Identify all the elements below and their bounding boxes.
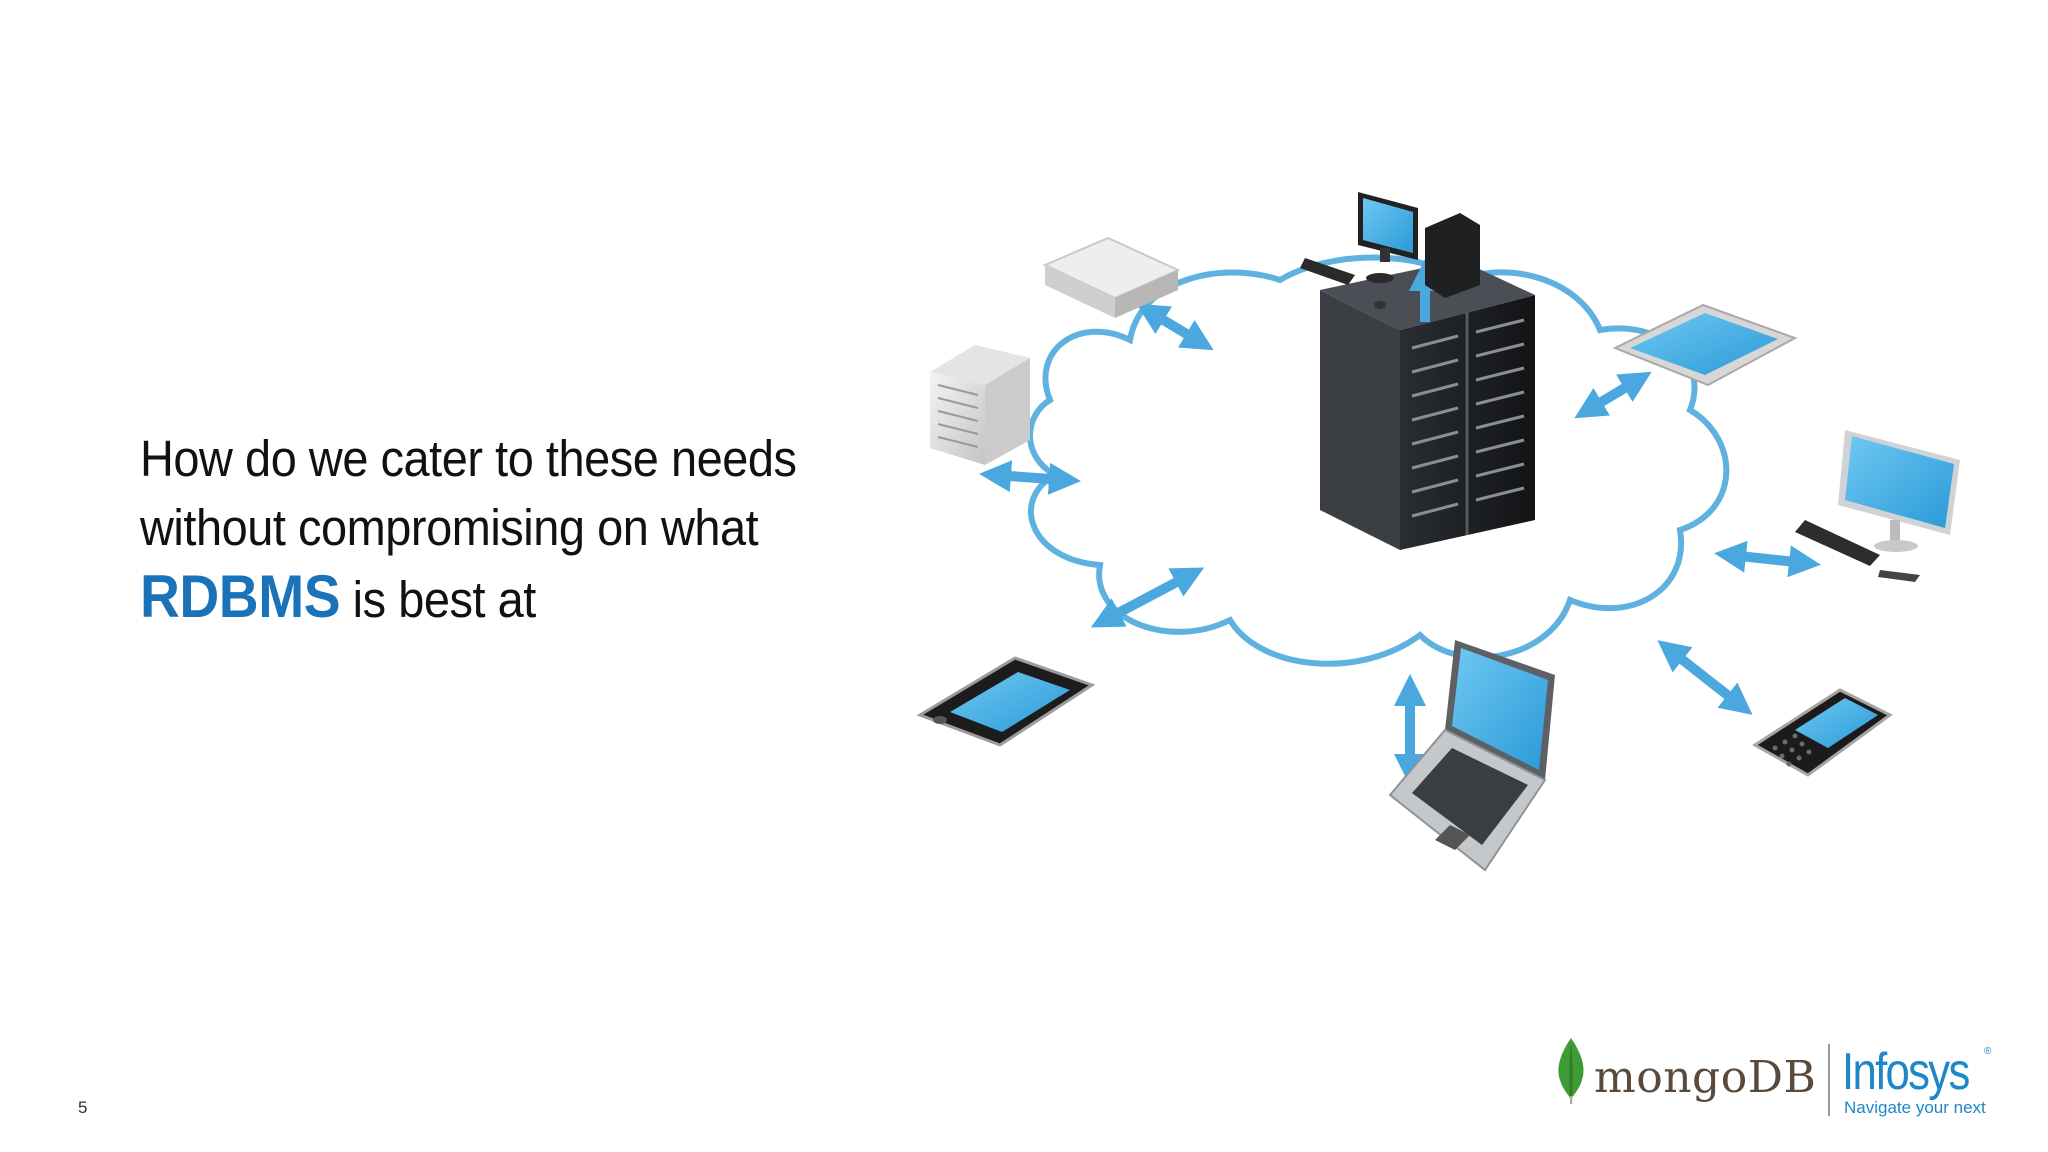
infosys-registered-mark: ®	[1984, 1046, 1991, 1057]
monitor-keyboard	[1795, 430, 1960, 582]
infosys-logo: Infosys ® Navigate your next	[1842, 1046, 2002, 1122]
mongodb-leaf-icon	[1556, 1038, 1586, 1104]
headline-line-3-rest: is best at	[340, 571, 536, 628]
arrow-tablet	[1588, 380, 1638, 410]
infosys-wordmark: Infosys	[1842, 1042, 1969, 1102]
blackberry-phone	[1755, 690, 1890, 775]
arrow-appliance	[1150, 312, 1200, 342]
headline-line-2: without compromising on what	[140, 493, 839, 562]
headline-line-3: RDBMS is best at	[140, 562, 839, 634]
infosys-tagline: Navigate your next	[1844, 1098, 1986, 1118]
arrow-blackberry	[1670, 650, 1740, 705]
page-number: 5	[78, 1098, 87, 1118]
mongodb-wordmark: mongoDB	[1594, 1052, 1816, 1103]
rdbms-highlight: RDBMS	[140, 563, 340, 630]
arrow-monitor	[1730, 555, 1805, 563]
smartphone	[920, 658, 1092, 745]
headline-line-1: How do we cater to these needs	[140, 424, 839, 493]
arrow-phone	[1105, 575, 1190, 620]
headline: How do we cater to these needs without c…	[140, 424, 839, 634]
mongodb-logo: mongoDB	[1552, 1034, 1812, 1106]
logo-divider	[1828, 1044, 1830, 1116]
cloud-network-illustration	[860, 80, 2010, 960]
tablet	[1615, 305, 1795, 385]
arrow-tower	[995, 475, 1065, 480]
network-appliance	[1045, 238, 1178, 318]
tower-server	[930, 345, 1030, 465]
